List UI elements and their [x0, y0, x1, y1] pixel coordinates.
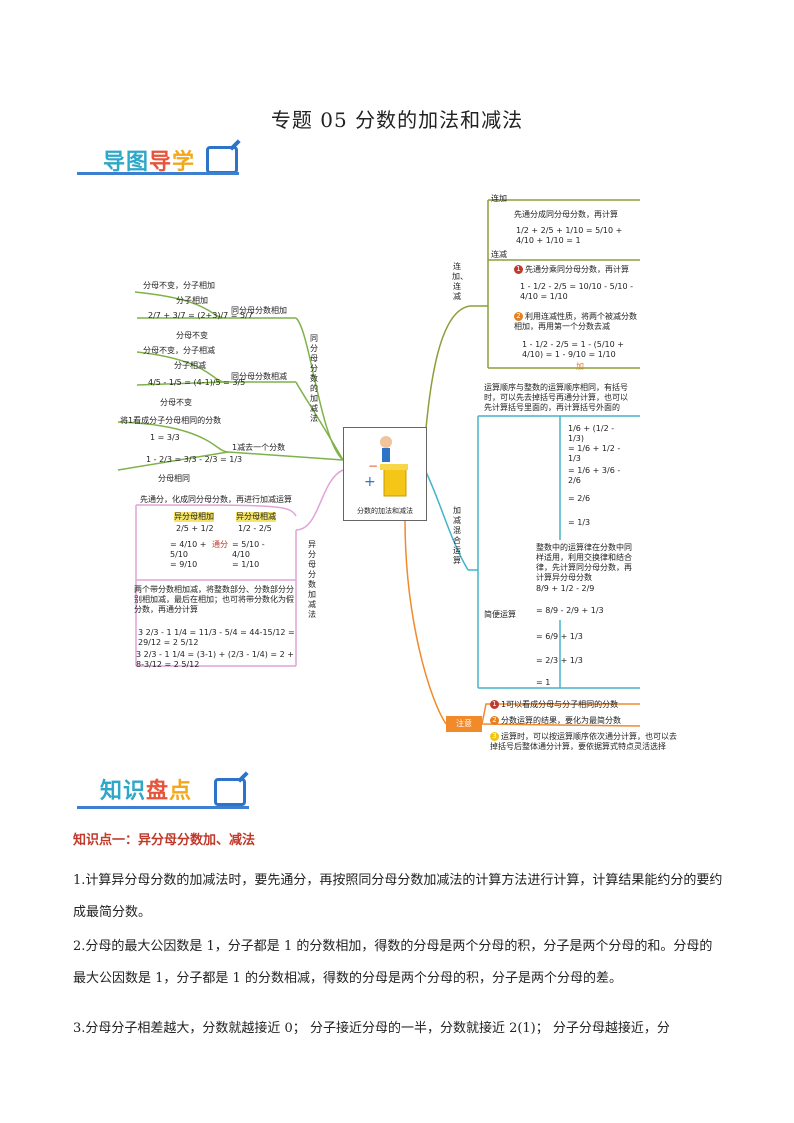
diff-sub-calc-1: = 5/10 - 4/10: [232, 540, 265, 559]
badge-text-3: 学: [172, 150, 196, 175]
edit-icon: [214, 778, 246, 806]
same-add-formula: 2/7 + 3/7 = (2+3)/7 = 5/7: [148, 311, 253, 320]
branch-chain: 连加、连减: [452, 262, 468, 301]
doc-title: 专题 05 分数的加法和减法: [270, 108, 524, 132]
one-minus-note: 分母相同: [158, 474, 190, 483]
mixed-calc1-4: = 1/3: [568, 518, 591, 527]
diff-ex1: 3 2/3 - 1 1/4 = 11/3 - 5/4 = 44-15/12 = …: [138, 628, 295, 647]
chain-sub-rule2-text: 利用连减性质，将两个被减分数相加，再用第一个分数去减: [514, 312, 637, 331]
paragraph-2: 2.分母的最大公因数是 1，分子都是 1 的分数相加，得数的分母是两个分母的积，…: [73, 939, 713, 986]
paragraph-1: 1.计算异分母分数的加减法时，要先通分，再按照同分母分数加减法的计算方法进行计算…: [73, 873, 723, 920]
diff-add-calc-2: = 9/10: [170, 560, 198, 569]
chain-sub-rule1-text: 先通分乘同分母分数，再计算: [525, 265, 629, 274]
diff-ex2: 3 2/3 - 1 1/4 = (3-1) + (2/3 - 1/4) = 2 …: [136, 650, 294, 669]
chain-sub-formula2: 1 - 1/2 - 2/5 = 1 - (5/10 + 4/10) = 1 - …: [522, 340, 624, 359]
mixed-calc2-3: = 2/3 + 1/3: [536, 656, 583, 665]
chain-add-formula: 1/2 + 2/5 + 1/10 = 5/10 + 4/10 + 1/10 = …: [516, 226, 623, 245]
mindmap-center: + − 分数的加法和减法: [343, 427, 427, 521]
diff-rule1: 先通分，化成同分母分数，再进行加减运算: [140, 495, 292, 504]
chain-sub-formula1: 1 - 1/2 - 2/5 = 10/10 - 5/10 - 4/10 = 1/…: [520, 282, 633, 301]
mixed-calc1-3: = 2/6: [568, 494, 591, 503]
mixed-calc1-0: 1/6 + (1/2 - 1/3): [568, 424, 615, 443]
same-sub-bottom: 分母不变: [160, 398, 192, 407]
note-text-1: 1可以看成分母与分子相同的分数: [501, 700, 619, 709]
same-sub-rule: 分母不变，分子相减: [143, 346, 215, 355]
diff-sub-label: 异分母相减: [236, 512, 276, 522]
badge2-underline: [77, 806, 249, 809]
diff-rule2: 两个带分数相加减，将整数部分、分数部分分别相加减，最后在相加；也可将带分数化为假…: [134, 585, 294, 614]
branch-diff-denom: 异分母分数加减法: [308, 540, 316, 619]
diff-common: 通分: [212, 540, 228, 549]
chain-add-label: 连加: [491, 194, 507, 203]
knowledge-badge: 知识盘点: [100, 773, 192, 805]
chain-sub-plus: 加: [576, 362, 584, 371]
mixed-rule2: 整数中的运算律在分数中同样适用，利用交换律和结合律，先计算同分母分数，再计算异分…: [536, 543, 632, 582]
badge-text-1: 导图: [103, 150, 150, 175]
chain-sub-label: 连减: [491, 250, 507, 259]
note-text-2: 分数运算的结果，要化为最简分数: [501, 716, 621, 725]
svg-text:−: −: [368, 459, 378, 473]
same-sub-label: 同分母分数相减: [231, 372, 287, 381]
badge2-text-3: 点: [169, 779, 193, 804]
diff-add-label: 异分母相加: [174, 512, 214, 522]
diff-add-calc-1: = 4/10 + 5/10: [170, 540, 207, 559]
diff-sub-calc-2: = 1/10: [232, 560, 260, 569]
student-icon: + −: [364, 436, 408, 497]
diff-sub-calc-0: 1/2 - 2/5: [238, 524, 272, 533]
one-minus-label: 1减去一个分数: [232, 443, 286, 452]
one-minus-eq2: 1 - 2/3 = 3/3 - 2/3 = 1/3: [146, 455, 243, 464]
same-sub-top: 分子相减: [174, 361, 206, 370]
note-box: 注意: [446, 716, 482, 732]
paragraph-3: 3.分母分子相差越大，分数就越接近 0； 分子接近分母的一半，分数就接近 2(1…: [73, 1021, 670, 1036]
same-add-top: 分子相加: [176, 296, 208, 305]
mixed-calc1-2: = 1/6 + 3/6 - 2/6: [568, 466, 621, 485]
badge-text-2: 导: [149, 150, 173, 175]
svg-text:+: +: [364, 474, 376, 490]
mixed-calc2-4: = 1: [536, 678, 551, 687]
one-minus-rule: 将1看成分子分母相同的分数: [120, 416, 222, 425]
badge-underline: [77, 172, 239, 175]
branch-mixed: 加减混合运算: [453, 506, 461, 565]
one-minus-eq1: 1 = 3/3: [150, 433, 180, 442]
badge2-text-1: 知识: [100, 779, 147, 804]
badge2-text-2: 盘: [146, 779, 170, 804]
same-add-rule: 分母不变，分子相加: [143, 281, 215, 290]
mixed-calc2-0: 8/9 + 1/2 - 2/9: [536, 584, 595, 593]
center-label: 分数的加法和减法: [357, 507, 413, 515]
diff-add-calc-0: 2/5 + 1/2: [176, 524, 214, 533]
mixed-calc2-1: = 8/9 - 2/9 + 1/3: [536, 606, 604, 615]
note-num-3: 3: [490, 732, 499, 741]
note-num-1: 1: [490, 700, 499, 709]
simple-label: 简便运算: [484, 610, 516, 619]
mindmap-badge: 导图导学: [103, 144, 195, 176]
same-add-bottom: 分母不变: [176, 331, 208, 340]
note-text-3: 运算时，可以按运算顺序依次通分计算，也可以去掉括号后整体通分计算，要依据算式特点…: [490, 732, 677, 751]
section-heading: 知识点一：异分母分数加、减法: [73, 833, 256, 848]
branch-same-denom: 同分母分数的加减法: [310, 334, 318, 423]
note-num-2: 2: [490, 716, 499, 725]
chain-add-rule: 先通分成同分母分数，再计算: [514, 210, 618, 219]
same-sub-formula: 4/5 - 1/5 = (4-1)/5 = 3/5: [148, 378, 246, 387]
mixed-calc2-2: = 6/9 + 1/3: [536, 632, 583, 641]
mixed-rule1: 运算顺序与整数的运算顺序相同，有括号时，可以先去掉括号再通分计算，也可以先计算括…: [484, 383, 628, 412]
mixed-calc1-1: = 1/6 + 1/2 - 1/3: [568, 444, 621, 463]
same-add-label: 同分母分数相加: [231, 306, 287, 315]
